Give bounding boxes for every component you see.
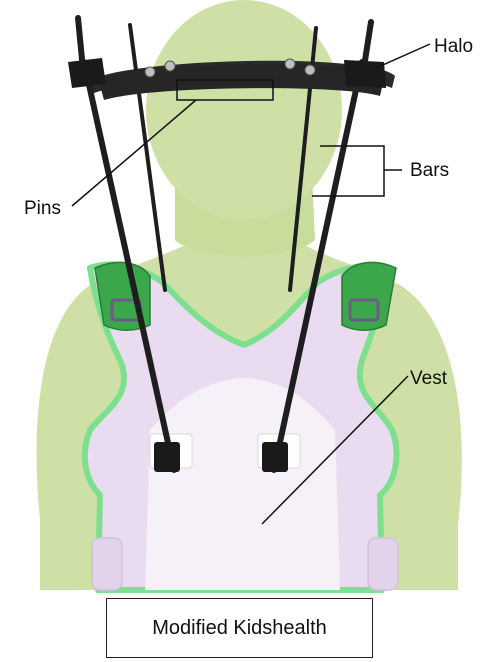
pin-bolt xyxy=(285,59,295,69)
left-halo-clamp xyxy=(68,58,106,88)
bars-label: Bars xyxy=(410,160,449,181)
pin-bolt xyxy=(145,67,155,77)
halo-label: Halo xyxy=(434,36,473,57)
vest-front-panel xyxy=(145,378,340,590)
pin-bolt xyxy=(305,65,315,75)
left-bar-clamp xyxy=(154,442,180,472)
vest-right-side-tab xyxy=(368,538,398,590)
head-silhouette xyxy=(146,0,342,220)
halo-leader xyxy=(376,44,430,68)
right-bar-clamp xyxy=(262,442,288,472)
pins-label: Pins xyxy=(24,198,61,219)
credit-caption: Modified Kidshealth xyxy=(106,598,373,658)
vest-left-side-tab xyxy=(92,538,122,590)
pin-bolt xyxy=(165,61,175,71)
credit-text: Modified Kidshealth xyxy=(152,617,327,640)
vest-label: Vest xyxy=(410,368,448,389)
right-halo-clamp xyxy=(344,60,386,88)
